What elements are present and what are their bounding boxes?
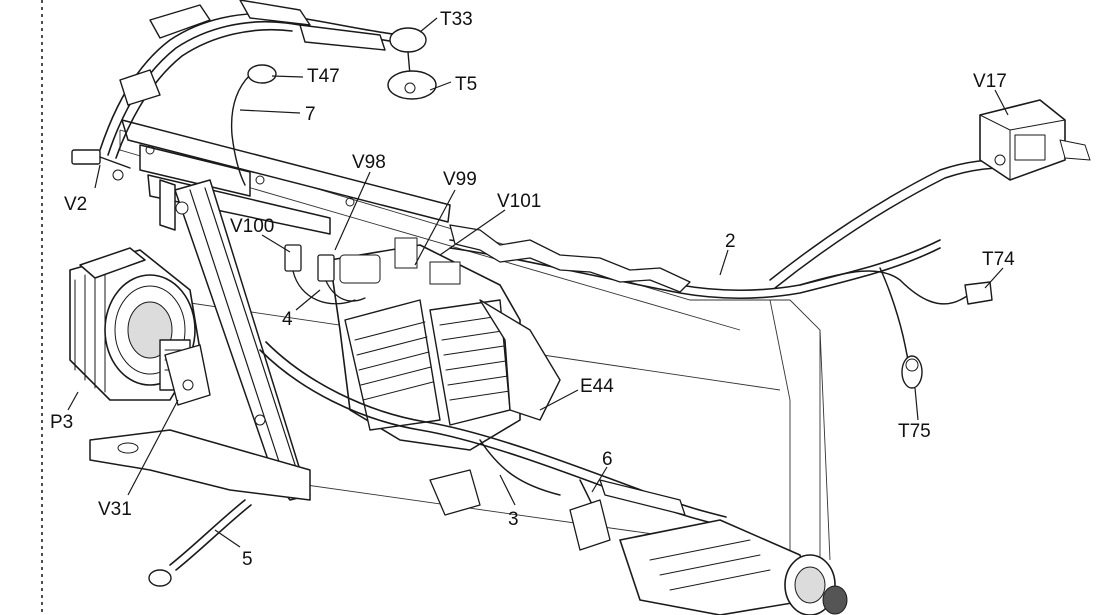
label-t74: T74: [982, 249, 1015, 270]
label-v17: V17: [973, 71, 1007, 92]
label-v2: V2: [64, 194, 87, 215]
label-v101: V101: [497, 191, 541, 212]
harness-branch-2: [449, 159, 1006, 300]
starter-motor: [619, 519, 848, 615]
label-v100: V100: [230, 216, 274, 237]
harness-top-run: [99, 0, 437, 186]
label-v31: V31: [98, 499, 132, 520]
label-5: 5: [242, 549, 253, 570]
leader-lines: [67, 17, 1009, 548]
label-e44: E44: [580, 376, 614, 397]
v2-connector: [71, 149, 131, 181]
central-control-module: [329, 237, 561, 516]
harness-branch-3-6: [259, 341, 727, 551]
ground-strap-5: [148, 499, 252, 587]
harness-branch-t74-t75: [799, 267, 993, 389]
v100-v98-connectors: [284, 244, 366, 305]
label-t5: T5: [455, 74, 477, 95]
v17-module: [979, 99, 1091, 181]
label-t47: T47: [307, 66, 340, 87]
label-t33: T33: [440, 9, 473, 30]
v31-sensor: [164, 344, 211, 406]
label-4: 4: [282, 309, 293, 330]
callout-labels: T33 T47 T5 7 V17 V98 V99 V101 V2 V100 2 …: [50, 9, 1015, 570]
label-t75: T75: [898, 421, 931, 442]
label-p3: P3: [50, 412, 73, 433]
label-2: 2: [725, 231, 736, 252]
label-6: 6: [602, 449, 613, 470]
label-v98: V98: [352, 152, 386, 173]
label-7: 7: [305, 104, 316, 125]
floor-bracket: [89, 429, 311, 501]
label-v99: V99: [443, 169, 477, 190]
label-3: 3: [508, 509, 519, 530]
